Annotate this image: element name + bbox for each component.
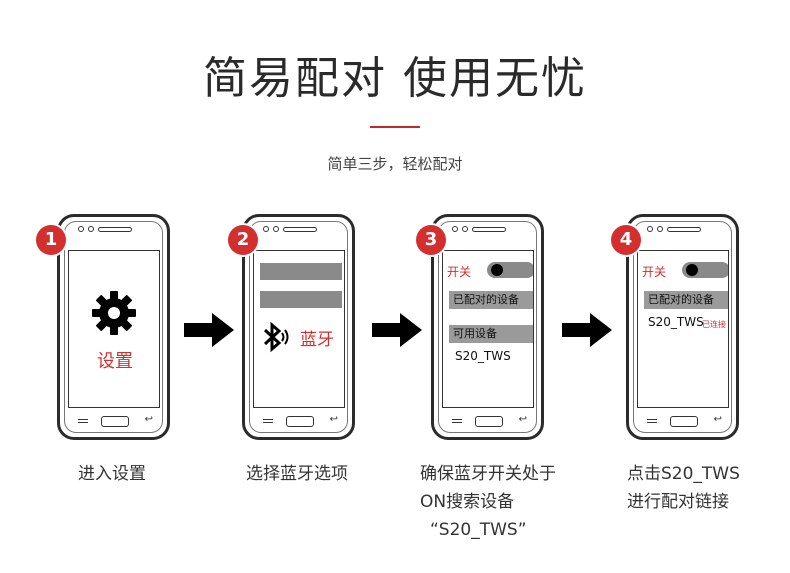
step-badge-3: 3 [416, 225, 446, 255]
step-badge-2: 2 [228, 225, 258, 255]
phone-screen: 开关 已配对的设备 S20_TWS 已连接 [637, 250, 729, 408]
bluetooth-icon[interactable] [262, 321, 290, 353]
step-caption-2: 选择蓝牙选项 [246, 460, 348, 488]
bluetooth-label[interactable]: 蓝牙 [300, 330, 334, 350]
step-badge-4: 4 [611, 225, 641, 255]
phone-screen: 设置 [68, 250, 160, 408]
home-button-icon [101, 416, 129, 427]
step-caption-4: 点击S20_TWS 进行配对链接 [627, 460, 740, 516]
speaker-icon [283, 227, 317, 232]
phone-bezel [64, 221, 163, 433]
caption-line: 选择蓝牙选项 [246, 464, 348, 484]
speaker-icon [667, 227, 701, 232]
bluetooth-toggle[interactable] [682, 262, 728, 278]
back-key-icon: ↩ [144, 414, 153, 425]
menu-key-icon [452, 419, 462, 423]
placeholder-bar [260, 291, 342, 308]
phone-bezel [633, 221, 732, 433]
placeholder-bar [260, 263, 342, 280]
arrow-right-icon [562, 313, 612, 347]
sensor-icon [462, 226, 468, 232]
paired-devices-header: 已配对的设备 [449, 291, 533, 309]
gear-icon[interactable] [90, 289, 138, 337]
toggle-knob [686, 264, 698, 276]
available-devices-header: 可用设备 [449, 325, 533, 343]
caption-line: 进行配对链接 [627, 492, 729, 512]
camera-icon [263, 226, 269, 232]
bluetooth-toggle[interactable] [487, 262, 533, 278]
phone-step-4: 开关 已配对的设备 S20_TWS 已连接 ↩ [626, 214, 739, 440]
connection-status: 已连接 [702, 320, 726, 329]
arrow-right-icon [372, 313, 422, 347]
phone-step-1: 设置 ↩ [57, 214, 170, 440]
sensor-icon [657, 226, 663, 232]
caption-line: 点击S20_TWS [627, 464, 740, 484]
device-item[interactable]: S20_TWS [455, 349, 511, 363]
step-badge-1: 1 [36, 225, 66, 255]
menu-key-icon [263, 419, 273, 423]
caption-line: “S20_TWS” [430, 520, 527, 540]
title-divider [370, 126, 420, 128]
paired-devices-header: 已配对的设备 [644, 291, 728, 309]
settings-label[interactable]: 设置 [97, 351, 133, 372]
home-button-icon [286, 416, 314, 427]
page-title: 简易配对 使用无忧 [203, 53, 587, 104]
arrow-right-icon [184, 313, 234, 347]
switch-label: 开关 [642, 265, 667, 279]
sensor-icon [273, 226, 279, 232]
home-button-icon [475, 416, 503, 427]
phone-step-3: 开关 已配对的设备 可用设备 S20_TWS ↩ [431, 214, 544, 440]
phone-screen: 蓝牙 [253, 250, 345, 408]
caption-line: 确保蓝牙开关处于 [420, 464, 556, 484]
phone-bezel [438, 221, 537, 433]
menu-key-icon [78, 419, 88, 423]
device-item[interactable]: S20_TWS [648, 315, 704, 329]
caption-line: ON搜索设备 [420, 492, 515, 512]
speaker-icon [472, 227, 506, 232]
camera-icon [78, 226, 84, 232]
sensor-icon [88, 226, 94, 232]
speaker-icon [98, 227, 132, 232]
caption-line: 进入设置 [78, 464, 146, 484]
step-caption-1: 进入设置 [78, 460, 146, 488]
back-key-icon: ↩ [518, 414, 527, 425]
camera-icon [647, 226, 653, 232]
toggle-knob [491, 264, 503, 276]
phone-screen: 开关 已配对的设备 可用设备 S20_TWS [442, 250, 534, 408]
home-button-icon [670, 416, 698, 427]
back-key-icon: ↩ [329, 414, 338, 425]
phone-bezel [249, 221, 348, 433]
switch-label: 开关 [447, 265, 472, 279]
back-key-icon: ↩ [713, 414, 722, 425]
phone-step-2: 蓝牙 ↩ [242, 214, 355, 440]
step-caption-3: 确保蓝牙开关处于 ON搜索设备 “S20_TWS” [420, 460, 556, 544]
page-subtitle: 简单三步，轻松配对 [327, 155, 463, 173]
camera-icon [452, 226, 458, 232]
menu-key-icon [647, 419, 657, 423]
